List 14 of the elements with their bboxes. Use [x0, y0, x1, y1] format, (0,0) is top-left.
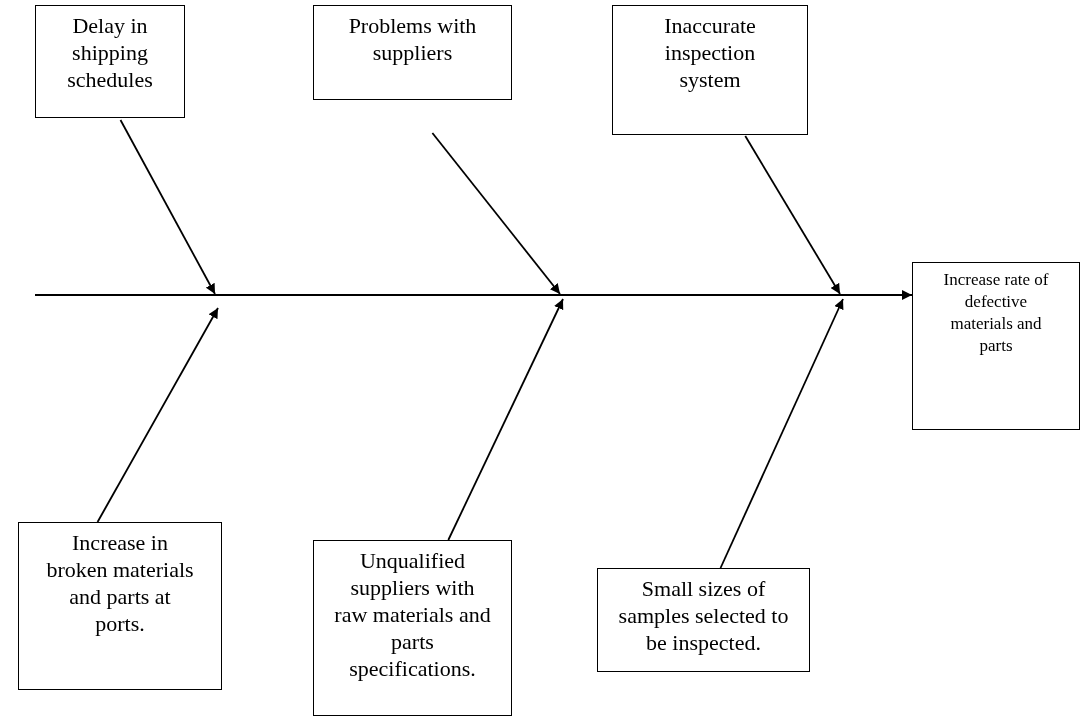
cause-box: Problems with suppliers — [313, 5, 512, 100]
arrow — [719, 298, 844, 569]
arrow — [119, 119, 216, 295]
arrow — [744, 135, 841, 295]
cause-box: Inaccurate inspection system — [612, 5, 808, 135]
cause-box: Unqualified suppliers with raw materials and parts specifications. — [313, 540, 512, 716]
cause-box: Small sizes of samples selected to be inspected. — [597, 568, 810, 672]
cause-box: Delay in shipping schedules — [35, 5, 185, 118]
cause-box: Increase in broken materials and parts at ports. — [18, 522, 222, 690]
arrow — [447, 298, 564, 541]
effect-box: Increase rate of defective materials and parts — [912, 262, 1080, 430]
arrow — [431, 132, 561, 295]
arrow — [34, 290, 913, 300]
arrow — [96, 307, 219, 523]
